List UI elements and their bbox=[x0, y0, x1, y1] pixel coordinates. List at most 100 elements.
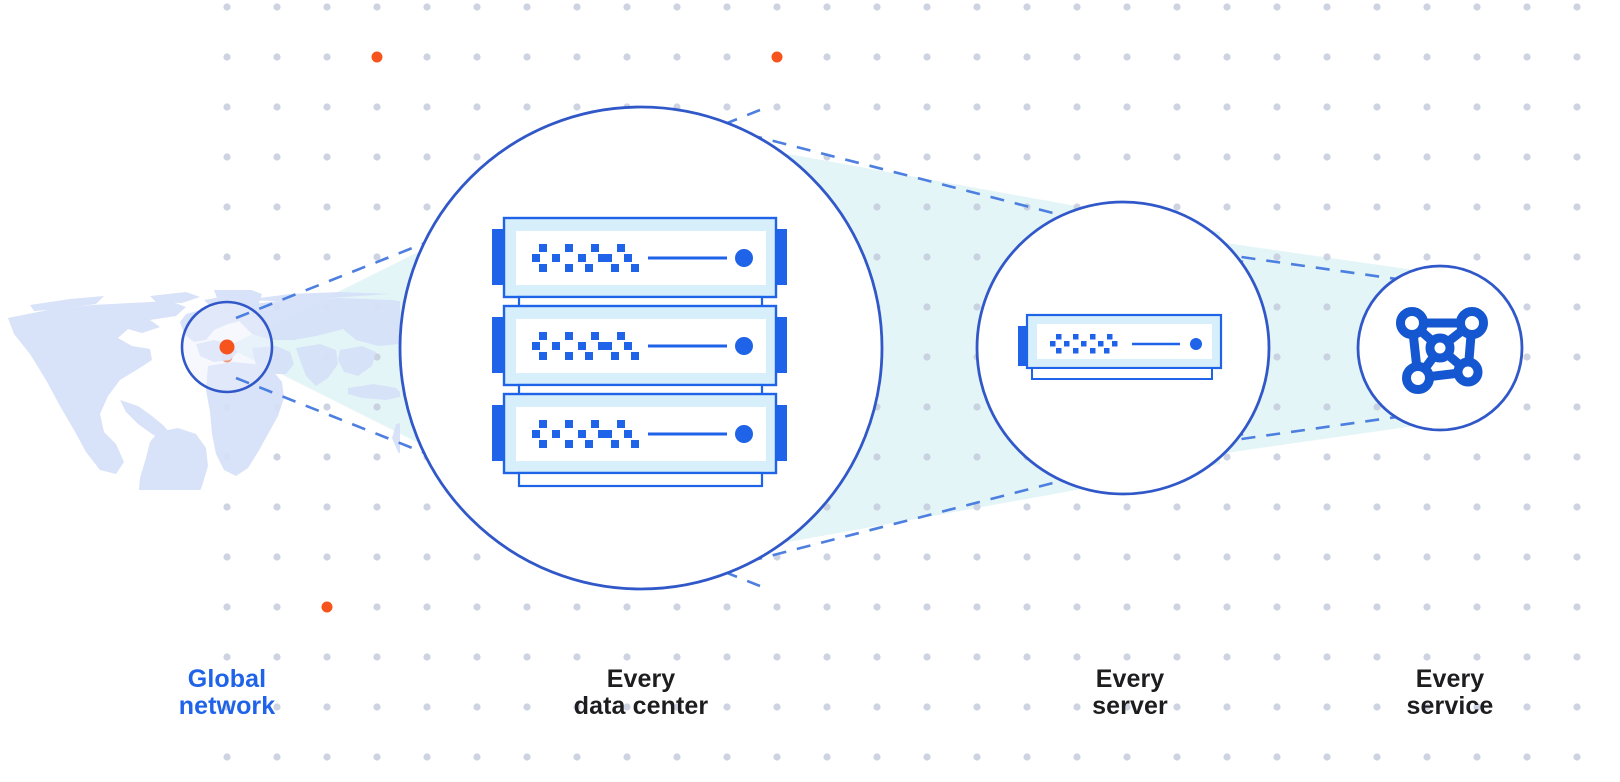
service-network-icon bbox=[1396, 307, 1488, 394]
grid-dot bbox=[1323, 653, 1331, 661]
grid-dot bbox=[873, 753, 881, 761]
grid-dot bbox=[323, 53, 331, 61]
grid-dot bbox=[873, 153, 881, 161]
grid-dot bbox=[1323, 303, 1331, 311]
grid-dot bbox=[923, 753, 931, 761]
grid-dot bbox=[523, 3, 531, 11]
grid-dot bbox=[1423, 203, 1431, 211]
grid-dot bbox=[723, 603, 731, 611]
grid-dot bbox=[873, 453, 881, 461]
grid-dot bbox=[223, 503, 231, 511]
label-every-data-center-line2: data center bbox=[573, 692, 709, 720]
grid-dot bbox=[1423, 253, 1431, 261]
grid-dot bbox=[873, 3, 881, 11]
grid-dot bbox=[473, 103, 481, 111]
grid-dot bbox=[1273, 53, 1281, 61]
grid-dot bbox=[1123, 653, 1131, 661]
grid-dot bbox=[1473, 103, 1481, 111]
grid-dot bbox=[573, 603, 581, 611]
grid-dot bbox=[1423, 53, 1431, 61]
grid-dot bbox=[523, 703, 531, 711]
grid-dot bbox=[623, 653, 631, 661]
grid-dot bbox=[673, 3, 681, 11]
grid-dot bbox=[1323, 603, 1331, 611]
grid-dot bbox=[873, 503, 881, 511]
grid-dot bbox=[1023, 3, 1031, 11]
accent-dot bbox=[371, 51, 383, 63]
grid-dot bbox=[1023, 753, 1031, 761]
grid-dot bbox=[873, 703, 881, 711]
grid-dot bbox=[1273, 653, 1281, 661]
grid-dot bbox=[473, 3, 481, 11]
grid-dot bbox=[1523, 753, 1531, 761]
grid-dot bbox=[1073, 653, 1081, 661]
grid-dot bbox=[1523, 153, 1531, 161]
single-server-leds bbox=[1050, 334, 1118, 354]
grid-dot bbox=[1373, 703, 1381, 711]
grid-dot bbox=[1523, 603, 1531, 611]
grid-dot bbox=[823, 53, 831, 61]
grid-dot bbox=[1123, 603, 1131, 611]
grid-dot bbox=[1423, 103, 1431, 111]
grid-dot bbox=[473, 653, 481, 661]
grid-dot bbox=[1073, 153, 1081, 161]
grid-dot bbox=[1373, 253, 1381, 261]
grid-dot bbox=[1323, 403, 1331, 411]
grid-dot bbox=[423, 103, 431, 111]
grid-dot bbox=[623, 753, 631, 761]
grid-dot bbox=[373, 703, 381, 711]
grid-dot bbox=[923, 153, 931, 161]
grid-dot bbox=[1573, 153, 1581, 161]
grid-dot bbox=[323, 453, 331, 461]
server-unit-2 bbox=[492, 304, 787, 400]
grid-dot bbox=[1573, 353, 1581, 361]
grid-dot bbox=[423, 603, 431, 611]
grid-dot bbox=[1223, 653, 1231, 661]
grid-dot bbox=[1123, 3, 1131, 11]
grid-dot bbox=[423, 53, 431, 61]
grid-dot bbox=[1123, 703, 1131, 711]
grid-dot bbox=[973, 203, 981, 211]
grid-dot bbox=[1373, 503, 1381, 511]
label-every-service-line2: service bbox=[1406, 692, 1494, 720]
grid-dot bbox=[323, 403, 331, 411]
grid-dot bbox=[223, 253, 231, 261]
grid-dot bbox=[1523, 303, 1531, 311]
grid-dot bbox=[1023, 603, 1031, 611]
grid-dot bbox=[923, 253, 931, 261]
label-every-service-line1: Every bbox=[1415, 665, 1485, 693]
grid-dot bbox=[973, 553, 981, 561]
grid-dot bbox=[973, 103, 981, 111]
grid-dot bbox=[1323, 353, 1331, 361]
grid-dot bbox=[373, 503, 381, 511]
grid-dot bbox=[1423, 703, 1431, 711]
grid-dot bbox=[723, 103, 731, 111]
grid-dot bbox=[973, 153, 981, 161]
grid-dot bbox=[1173, 53, 1181, 61]
grid-dot bbox=[1473, 503, 1481, 511]
service-node-center bbox=[1425, 333, 1455, 363]
grid-dot bbox=[1023, 703, 1031, 711]
grid-dot bbox=[823, 603, 831, 611]
grid-dot bbox=[523, 103, 531, 111]
grid-dot bbox=[1473, 3, 1481, 11]
grid-dot bbox=[823, 553, 831, 561]
grid-dot bbox=[823, 3, 831, 11]
grid-dot bbox=[823, 103, 831, 111]
grid-dot bbox=[873, 603, 881, 611]
grid-dot bbox=[1423, 603, 1431, 611]
grid-dot bbox=[923, 503, 931, 511]
label-every-server-line2: server bbox=[1092, 692, 1168, 720]
grid-dot bbox=[1573, 453, 1581, 461]
grid-dot bbox=[923, 703, 931, 711]
grid-dot bbox=[1523, 553, 1531, 561]
grid-dot bbox=[923, 303, 931, 311]
grid-dot bbox=[1523, 53, 1531, 61]
grid-dot bbox=[923, 403, 931, 411]
grid-dot bbox=[1573, 703, 1581, 711]
grid-dot bbox=[623, 703, 631, 711]
grid-dot bbox=[1473, 603, 1481, 611]
grid-dot bbox=[1573, 753, 1581, 761]
grid-dot bbox=[423, 3, 431, 11]
